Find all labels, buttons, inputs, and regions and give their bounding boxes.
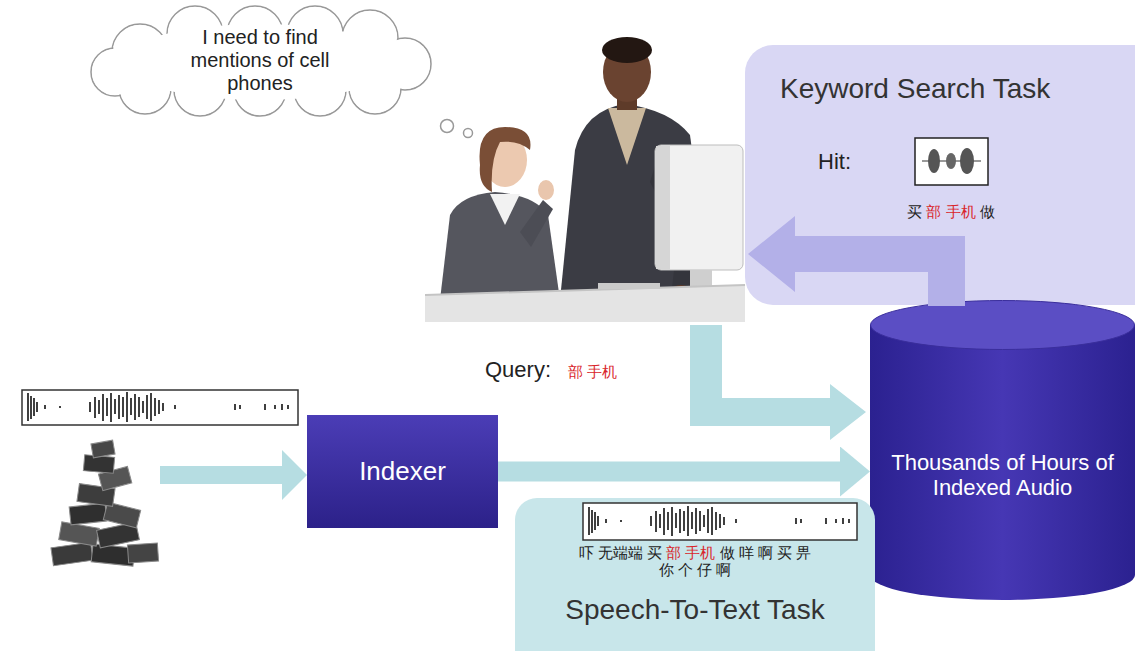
office-photo [425,285,745,322]
office-photo [598,283,660,289]
task-panel: 吓 无端端 买 部 手机 做 咩 啊 买 畀 你 个 仔 啊 Speech-To-… [515,498,875,651]
hit-waveform [915,138,988,185]
transcript-waveform [583,503,857,540]
tape-pile [83,455,114,474]
thought-bubble-dots [441,120,454,133]
tape-pile [127,543,158,563]
audio-waveform [28,392,288,422]
tape-pile [51,542,93,565]
hit-waveform [915,138,988,185]
hit-waveform [922,160,981,162]
thought-bubble: I need to find mentions of cell phones [85,2,435,118]
transcript-waveform [583,503,857,540]
office-photo [425,37,745,322]
panel-title: Keyword Search Task [780,73,1050,105]
office-photo [602,37,652,63]
process-box: Indexer [307,415,498,528]
highlight-run: 部 手机 [926,203,975,220]
highlight-run: 部 手机 [666,544,715,561]
hit-transcript: 买 部 手机 做 [907,203,995,220]
office-photo [538,180,554,200]
text-run: 买 [907,203,926,220]
cylinder-body [870,325,1135,600]
office-photo [480,127,531,192]
office-photo [608,108,646,165]
task-panel: Keyword Search TaskHit: 买 部 手机 做 [745,45,1135,305]
text-run: 吓 无端端 买 [579,544,667,561]
thought-bubble-dots [464,129,473,138]
flow-arrow [498,462,840,482]
database-label: Thousands of Hours of Indexed Audio [887,450,1119,501]
tape-pile [91,440,115,458]
office-photo [440,192,560,300]
bubble-text: I need to find mentions of cell phones [174,26,346,95]
text-run: 做 [976,203,995,220]
panel-title: Speech-To-Text Task [565,594,824,626]
audio-waveform [22,390,298,425]
hit-waveform [946,153,956,169]
transcript-waveform [589,506,849,536]
query-arrow [690,325,866,440]
audio-waveform [22,390,298,425]
thought-bubble-dots [441,120,473,138]
office-photo [425,285,745,295]
tape-pile [59,522,100,546]
cloud-fill [120,24,400,100]
office-photo [490,194,520,225]
cylinder-top [871,301,1135,350]
hit-waveform [928,149,940,173]
office-photo [520,200,553,247]
transcript-text: 吓 无端端 买 部 手机 做 咩 啊 买 畀 你 个 仔 啊 [575,544,815,579]
box-label: Indexer [359,457,446,487]
office-photo [655,145,743,270]
input-arrow [160,450,307,500]
query-text: 部 手机 [568,363,617,380]
hit-label: Hit: [818,149,851,174]
office-photo [656,146,670,269]
database-cylinder: Thousands of Hours of Indexed Audio [870,300,1135,600]
query-label: Query: [485,357,551,382]
tape-pile [69,503,107,525]
tape-pile [51,440,159,566]
hit-arrow [748,216,965,306]
hit-waveform [960,148,974,174]
